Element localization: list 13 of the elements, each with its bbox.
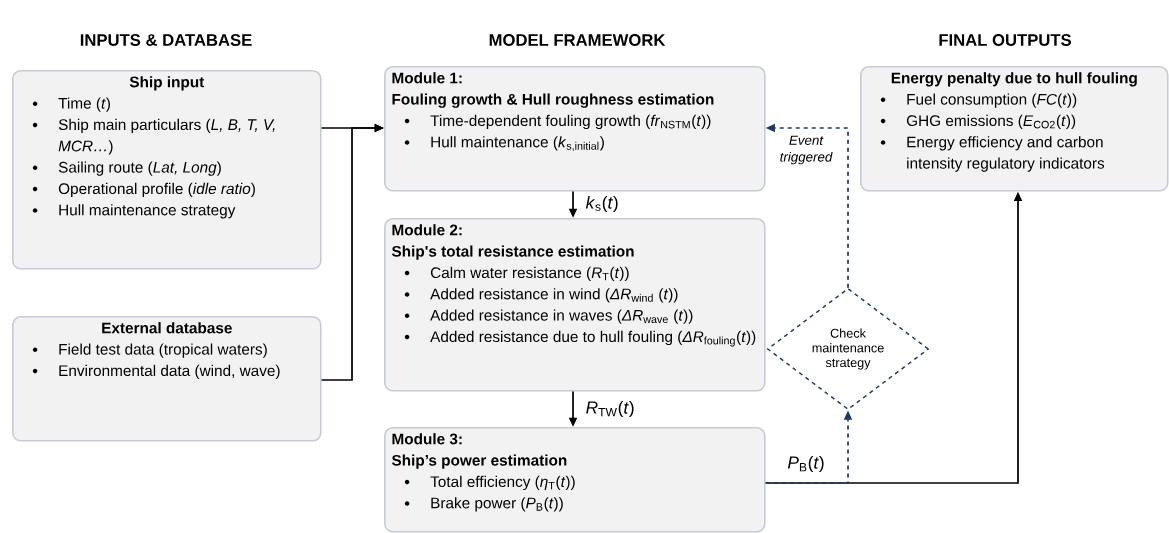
edge-label: R$_{TW}$(t) xyxy=(586,400,634,418)
column-heading: MODEL FRAMEWORK xyxy=(489,34,666,46)
edge-label: Event triggered xyxy=(771,134,841,166)
column-heading: FINAL OUTPUTS xyxy=(939,34,1071,46)
process-box: Energy penalty due to hull fouling Fuel consumption (FC(t)) GHG emissions (E$_{CO2}$(t)) Energy efficiency and carbon intensity regulatory indicators xyxy=(860,66,1169,192)
process-box: External database Field test data (tropical waters) Environmental data (wind, wave) xyxy=(12,316,322,442)
process-box: Module 1: Fouling growth & Hull roughness estimation Time-dependent fouling growth (fr$_{NSTM}$(t)) Hull maintenance (k$_{s,initial}$) xyxy=(384,66,766,192)
process-box: Module 3: Ship’s power estimation Total efficiency (η$_{T}$(t)) Brake power (P$_{B}$(t)) xyxy=(384,427,766,533)
process-box: Ship input Time (t) Ship main particulars (L, B, T, V, MCR…) Sailing route (Lat, Long) Operational profile (idle ratio) Hull maintenance strategy xyxy=(12,70,322,270)
edge-label: k$_{s}$(t) xyxy=(585,195,618,213)
column-heading: INPUTS & DATABASE xyxy=(80,34,252,46)
edge-label: P$_{B}$(t) xyxy=(787,455,824,473)
process-box: Module 2: Ship's total resistance estimation Calm water resistance (R$_{T}$(t)) Added resistance in wind (ΔR$_{wind}$ (t)) Added resistance in waves (ΔR$_{wave}$ (t)) Added resistance due to hull fouling (ΔR$_{fouling}$(t)) xyxy=(384,218,766,392)
